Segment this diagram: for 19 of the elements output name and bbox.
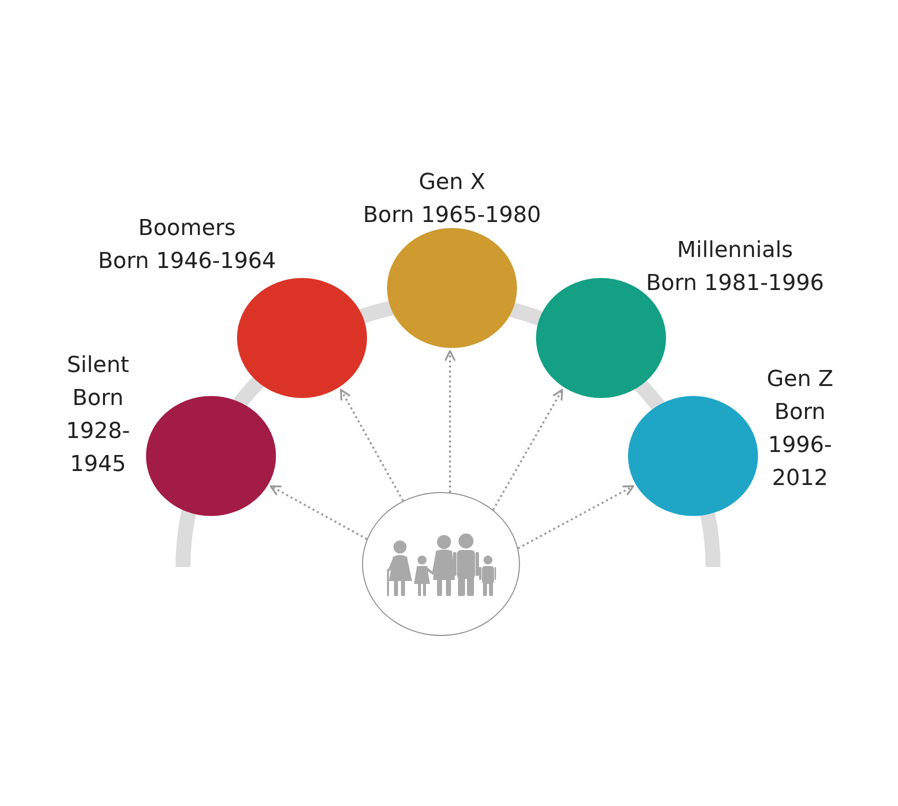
dotted-arrow [518,485,634,550]
dotted-arrow [444,350,456,492]
dotted-arrow [340,388,404,502]
generation-label: Gen X [418,169,486,197]
arc-band-connector [634,379,665,411]
birth-years-label: Born 1928-1945 [65,385,131,479]
birth-years-label: Born 1996-2012 [767,399,833,493]
birth-years-label: Born 1965-1980 [362,202,542,230]
arc-band-connector [233,376,264,409]
generation-label: Silent [66,352,130,380]
arc-band-connector [509,302,542,326]
dotted-arrow [270,485,368,540]
arc-band-connector [360,300,394,324]
birth-years-label: Born 1981-1996 [644,270,826,298]
generation-label: Boomers [137,215,237,243]
birth-years-label: Born 1946-1964 [96,248,278,276]
generation-label: Gen Z [766,366,834,394]
generation-label: Millennials [676,237,794,265]
dotted-arrow [492,388,564,510]
